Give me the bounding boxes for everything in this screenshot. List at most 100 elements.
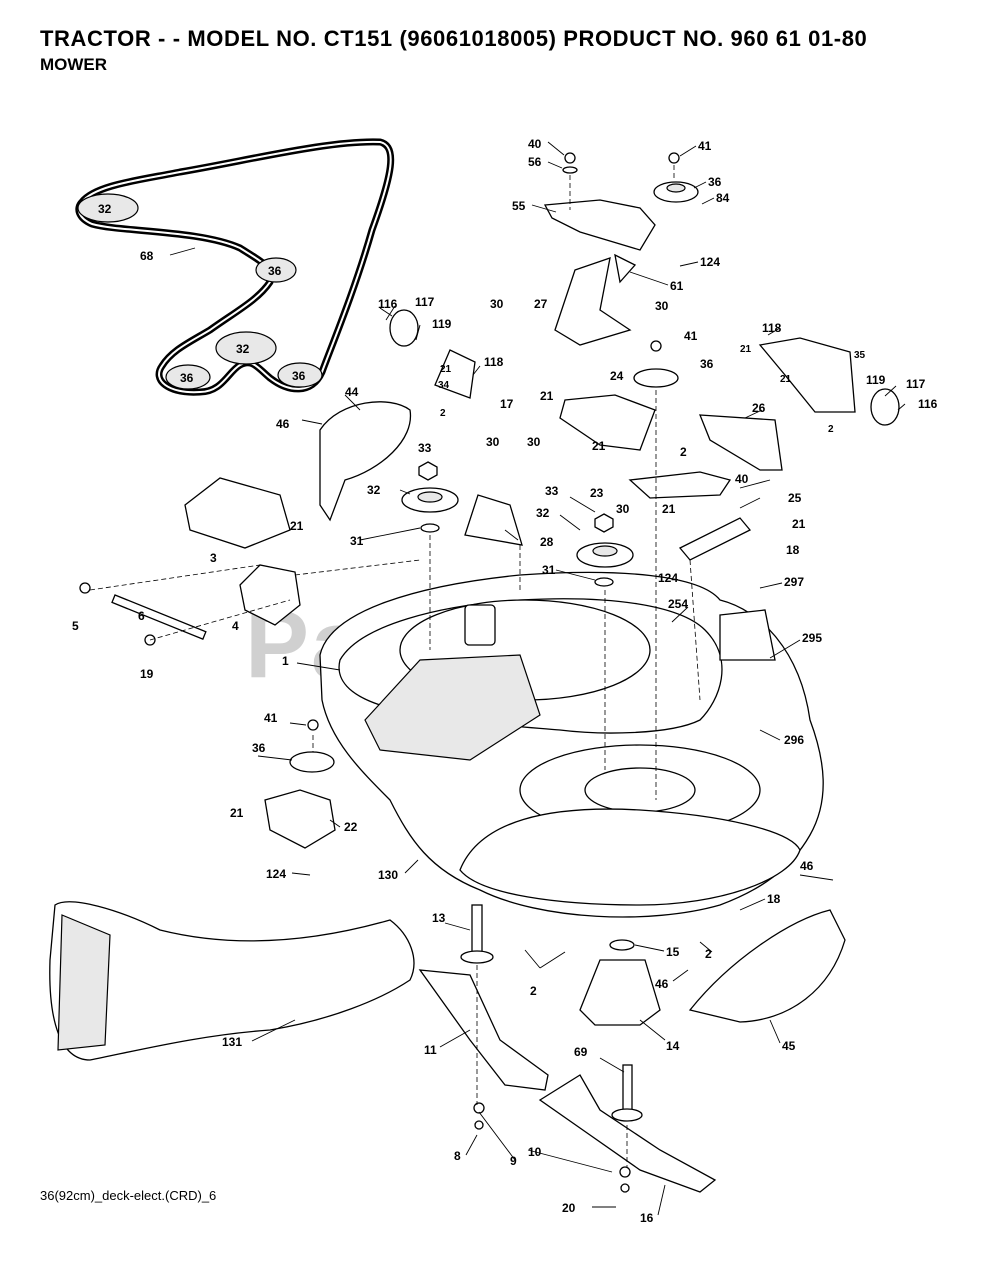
part-117-wheel-left	[389, 309, 419, 347]
callout-21: 21	[740, 344, 752, 355]
guide-lines	[89, 165, 701, 1168]
center-pulleys	[576, 513, 634, 587]
part-9-washer	[619, 1166, 631, 1178]
part-26-bracket	[699, 414, 783, 471]
belt-label-4: 36	[180, 371, 194, 385]
callout-2: 2	[680, 445, 687, 459]
callout-24: 24	[610, 369, 624, 383]
callout-44: 44	[345, 385, 359, 399]
part-69-spindle-base	[611, 1108, 643, 1122]
callout-4: 4	[232, 619, 239, 633]
callout-56: 56	[528, 155, 542, 169]
part-35-bracket	[758, 337, 856, 413]
callout-46: 46	[800, 859, 814, 873]
part-36-idler-pulley-mid	[633, 368, 679, 388]
part-55-bracket	[543, 199, 656, 251]
callout-21: 21	[230, 806, 244, 820]
callout-116: 116	[918, 397, 938, 411]
callout-61: 61	[670, 279, 684, 293]
part-36-idler-pulley-left	[289, 751, 335, 773]
callout-30: 30	[655, 299, 669, 313]
callout-2: 2	[440, 408, 446, 419]
callout-30: 30	[486, 435, 500, 449]
callout-30: 30	[616, 502, 630, 516]
callout-26: 26	[752, 401, 766, 415]
callout-41: 41	[698, 139, 712, 153]
part-40-nut	[564, 152, 576, 164]
part-131-chute	[49, 901, 415, 1061]
callout-2: 2	[828, 424, 834, 435]
part-31-washer-left	[420, 523, 440, 533]
callout-28: 28	[540, 535, 554, 549]
callout-119: 119	[866, 373, 886, 387]
part-33-nut-left	[418, 461, 438, 481]
callout-6: 6	[138, 609, 145, 623]
callout-17: 17	[500, 397, 514, 411]
belt-routing: 32 36 32 36 36	[75, 138, 395, 396]
drive-belt-inner	[77, 140, 392, 394]
callout-46: 46	[276, 417, 290, 431]
deck-discharge-cover	[364, 654, 541, 761]
callout-33: 33	[545, 484, 559, 498]
chute-mouth	[57, 914, 111, 1051]
callout-30: 30	[527, 435, 541, 449]
callout-131: 131	[222, 1035, 242, 1049]
belt-label-5: 36	[292, 369, 306, 383]
callout-16: 16	[640, 1211, 654, 1225]
callout-296: 296	[784, 733, 804, 747]
part-61-spring	[614, 253, 637, 284]
callout-45: 45	[782, 1039, 796, 1053]
callout-36: 36	[700, 357, 714, 371]
callout-15: 15	[666, 945, 680, 959]
callout-40: 40	[735, 472, 749, 486]
callout-33: 33	[418, 441, 432, 455]
part-16-blade-right	[538, 1074, 717, 1193]
callout-119: 119	[432, 317, 452, 331]
part-41-nut-mid	[650, 340, 662, 352]
callout-117: 117	[415, 295, 435, 309]
part-14-spindle-housing	[579, 959, 661, 1026]
callout-21: 21	[780, 374, 792, 385]
deck-spindle-boss	[464, 604, 496, 646]
belt-pulley-36-b	[165, 364, 211, 390]
part-24-bracket	[559, 394, 656, 451]
idler-bracket-assembly	[543, 152, 732, 499]
callout-69: 69	[574, 1045, 588, 1059]
part-45-chute-deflector	[688, 909, 846, 1023]
callout-14: 14	[666, 1039, 680, 1053]
part-117-wheel-right	[870, 388, 900, 426]
belt-label-2: 36	[268, 264, 282, 278]
callout-31: 31	[542, 563, 556, 577]
callout-18: 18	[786, 543, 800, 557]
callout-31: 31	[350, 534, 364, 548]
callout-55: 55	[512, 199, 526, 213]
part-56-washer	[562, 166, 578, 174]
callout-8: 8	[454, 1149, 461, 1163]
callout-41: 41	[264, 711, 278, 725]
deck-spindle-opening	[584, 767, 696, 813]
callout-21: 21	[792, 517, 806, 531]
callout-116: 116	[378, 297, 398, 311]
part-69-spindle-shaft	[622, 1064, 633, 1111]
callout-21: 21	[592, 439, 606, 453]
deck-rim	[459, 808, 801, 906]
part-5-clip	[79, 582, 91, 594]
callout-32: 32	[367, 483, 381, 497]
callout-295: 295	[802, 631, 822, 645]
callout-23: 23	[590, 486, 604, 500]
callout-21: 21	[540, 389, 554, 403]
callout-22: 22	[344, 820, 358, 834]
belt-pulley-32-b	[215, 331, 277, 365]
leader-lines	[169, 141, 906, 1216]
part-23-plate	[628, 471, 732, 499]
page-subtitle: MOWER	[40, 55, 108, 74]
callout-9: 9	[510, 1154, 517, 1168]
callout-21: 21	[290, 519, 304, 533]
belt-pulley-36-c	[277, 362, 323, 388]
part-4-hanger	[239, 564, 301, 626]
belt-pulley-36-a	[255, 257, 297, 283]
part-3-bracket	[184, 477, 291, 549]
callout-41: 41	[684, 329, 698, 343]
callout-2: 2	[705, 947, 712, 961]
